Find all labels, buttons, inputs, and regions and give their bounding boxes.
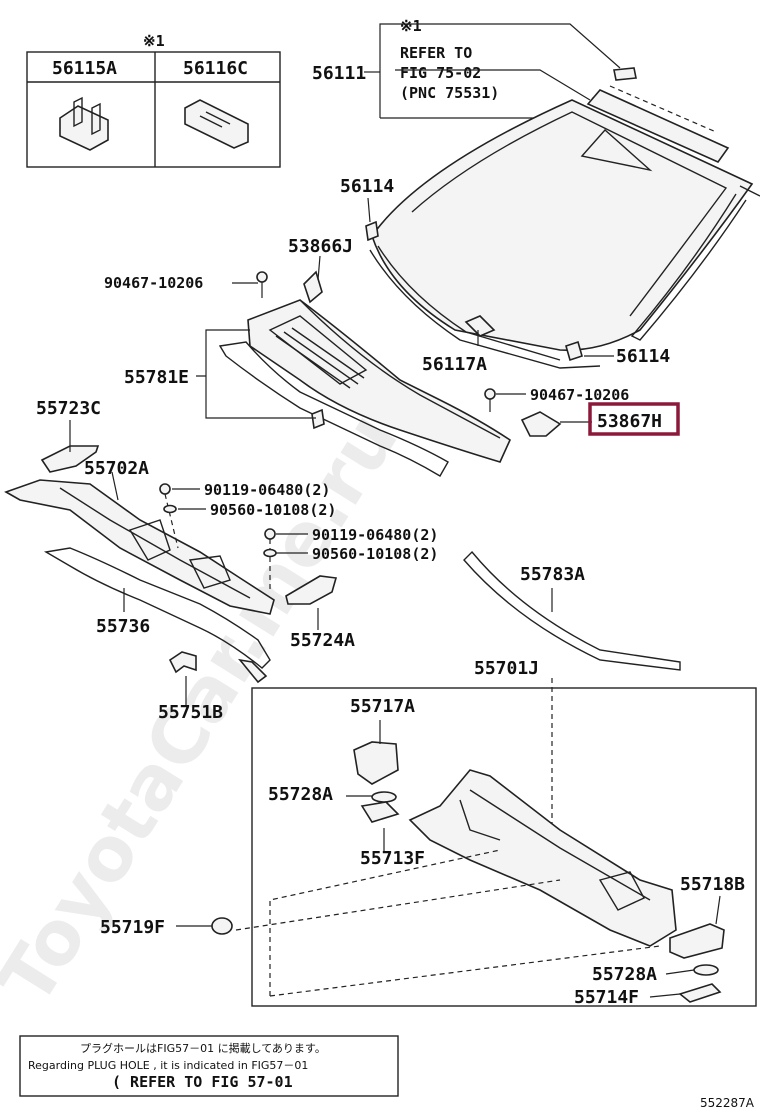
inset-part-b-label[interactable]: 56116C — [183, 58, 248, 79]
bracket-55713f — [360, 801, 400, 823]
label-56114-bottom[interactable]: 56114 — [616, 346, 670, 367]
label-56117a[interactable]: 56117A — [422, 354, 487, 375]
label-55718b[interactable]: 55718B — [680, 874, 745, 895]
label-55723c[interactable]: 55723C — [36, 398, 101, 419]
seal-55783a — [463, 550, 681, 671]
plug-55719f — [211, 917, 233, 935]
label-90560-10108-b[interactable]: 90560-10108(2) — [312, 545, 438, 563]
clip-55781e-small — [311, 408, 325, 430]
label-55728a-a[interactable]: 55728A — [268, 784, 333, 805]
label-90119-06480-a[interactable]: 90119-06480(2) — [204, 481, 330, 499]
label-55728a-b[interactable]: 55728A — [592, 964, 657, 985]
cowl-panel-55702a — [4, 479, 275, 615]
reference-clip-icon — [613, 67, 637, 81]
cowl-weatherstrip-55781e — [218, 341, 449, 477]
hose-55751b — [168, 651, 197, 674]
reference-line-2[interactable]: FIG 75-02 — [400, 64, 481, 82]
label-55719f[interactable]: 55719F — [100, 917, 165, 938]
label-55702a[interactable]: 55702A — [84, 458, 149, 479]
label-90467-10206-b[interactable]: 90467-10206 — [530, 386, 629, 404]
leader-lines — [69, 69, 721, 998]
note-japanese: プラグホールはFIG57－01 に掲載してあります。 — [80, 1041, 326, 1055]
reference-mark: ※1 — [400, 17, 422, 35]
bracket-55717a — [353, 741, 399, 785]
label-55724a[interactable]: 55724A — [290, 630, 355, 651]
label-55714f[interactable]: 55714F — [574, 987, 639, 1008]
bracket-55724a — [285, 575, 338, 605]
highlight-box-53867h — [588, 402, 680, 436]
cowl-panel-detail-box — [235, 678, 757, 1007]
inset-parts-box: ※1 56115A 56116C — [26, 32, 281, 168]
label-90560-10108-a[interactable]: 90560-10108(2) — [210, 501, 336, 519]
seal-53866j — [303, 270, 323, 304]
note-refer-link[interactable]: ( REFER TO FIG 57-01 — [112, 1073, 293, 1091]
label-55701j[interactable]: 55701J — [474, 658, 539, 679]
part-number-labels: 56111 56114 53866J 90467-10206 55781E 56… — [36, 63, 745, 1008]
bolt-90119-a — [159, 483, 179, 549]
label-55736[interactable]: 55736 — [96, 616, 150, 637]
figure-code: 552287A — [700, 1096, 755, 1110]
label-55781e[interactable]: 55781E — [124, 367, 189, 388]
bracket-55714f — [678, 983, 722, 1003]
label-56111[interactable]: 56111 — [312, 63, 366, 84]
label-55751b[interactable]: 55751B — [158, 702, 223, 723]
inset-mark: ※1 — [143, 32, 165, 50]
bracket-55718b — [669, 923, 725, 959]
bolt-90119-b — [264, 528, 276, 590]
clip-56115a-drawing — [59, 96, 109, 151]
washer-90560-b — [263, 548, 277, 558]
label-55783a[interactable]: 55783A — [520, 564, 585, 585]
reference-line-3[interactable]: (PNC 75531) — [400, 84, 499, 102]
inset-part-a-label[interactable]: 56115A — [52, 58, 117, 79]
windshield-moulding-bottom — [369, 249, 601, 369]
windshield-moulding-side — [630, 185, 760, 341]
hose-55751b-end — [238, 658, 268, 684]
windshield-reference-note: ※1 REFER TO FIG 75-02 (PNC 75531) — [379, 17, 637, 119]
label-90119-06480-b[interactable]: 90119-06480(2) — [312, 526, 438, 544]
label-53866j[interactable]: 53866J — [288, 236, 353, 257]
washer-90560-a — [163, 504, 177, 514]
cowl-louver — [247, 270, 562, 463]
label-55717a[interactable]: 55717A — [350, 696, 415, 717]
label-56114-top[interactable]: 56114 — [340, 176, 394, 197]
seal-55736 — [43, 547, 271, 669]
seal-53867h — [520, 411, 562, 437]
label-90467-10206-a[interactable]: 90467-10206 — [104, 274, 203, 292]
windshield-moulding-bottom-inner — [377, 245, 561, 361]
reference-line-1[interactable]: REFER TO — [400, 44, 472, 62]
seal-55728a-b — [693, 964, 719, 976]
seal-55728a-a — [371, 791, 397, 803]
clip-56114-bottom — [565, 340, 583, 362]
bolt-90467-a — [256, 271, 268, 298]
label-55713f[interactable]: 55713F — [360, 848, 425, 869]
windshield-glass — [371, 85, 754, 351]
spacer-56117a — [464, 315, 496, 337]
bolt-90467-b — [484, 388, 496, 412]
clip-56116c-drawing — [184, 99, 249, 149]
note-english: Regarding PLUG HOLE , it is indicated in… — [28, 1059, 308, 1072]
label-53867h[interactable]: 53867H — [597, 411, 662, 432]
clip-56114-top — [365, 220, 379, 242]
plug-hole-note: プラグホールはFIG57－01 に掲載してあります。 Regarding PLU… — [19, 1035, 399, 1097]
